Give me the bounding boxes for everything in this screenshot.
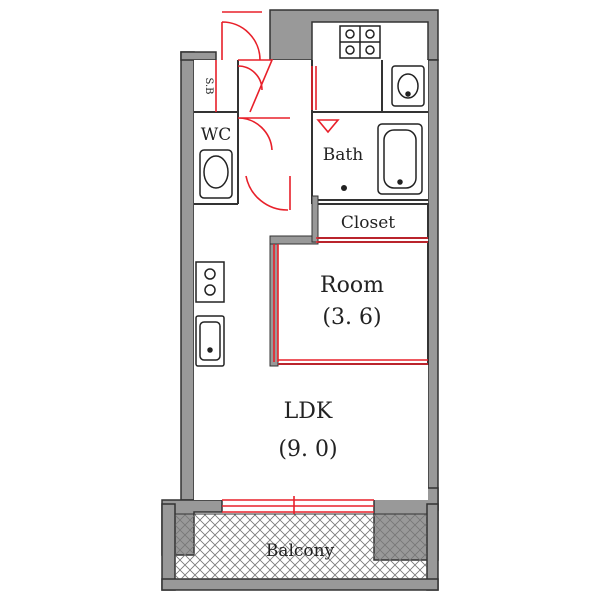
wc-door [237, 117, 290, 151]
sb-label: S.B [203, 77, 214, 94]
wall-top-left [180, 51, 217, 61]
wc-label: WC [201, 125, 231, 145]
balcony-wall-left [161, 503, 176, 591]
bath-door [245, 175, 291, 211]
closet-label: Closet [341, 213, 395, 233]
toilet-icon [199, 149, 233, 199]
wall-right [427, 59, 439, 511]
ldk-size-label: (9. 0) [278, 437, 337, 462]
balcony-floor [174, 513, 428, 580]
entrance-door [221, 21, 261, 61]
balcony-wall-right [426, 503, 439, 591]
room-size-label: (3. 6) [322, 305, 381, 330]
washbasin-icon [391, 65, 425, 107]
room-name-label: Room [320, 273, 384, 298]
kitchen-sink-icon [195, 315, 225, 367]
balcony-rail [161, 578, 439, 591]
balcony-label: Balcony [266, 541, 335, 561]
wall-left [180, 51, 195, 501]
bathtub-icon [377, 123, 423, 195]
ldk-name-label: LDK [284, 399, 333, 424]
openings [215, 11, 428, 514]
stove-icon [339, 25, 381, 59]
kitchen-stove-icon [195, 261, 225, 303]
drain-icon [341, 185, 347, 191]
bath-label: Bath [323, 145, 363, 165]
